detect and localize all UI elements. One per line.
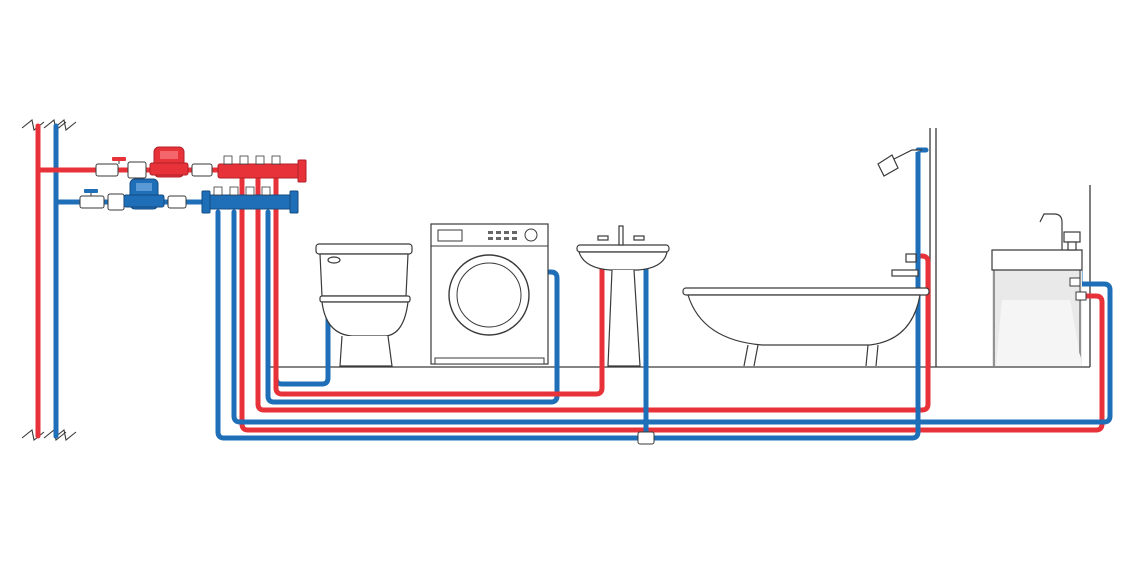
kitchen-cold-pipe: [231, 209, 1113, 425]
riser-break-bottom: [21, 429, 77, 441]
bath-hot-pipe: [255, 175, 931, 413]
bath-spout[interactable]: [891, 253, 919, 277]
shower-head[interactable]: [877, 149, 922, 177]
hot-meter-fitting: [191, 163, 213, 177]
hot-manifold-outlet-3: [255, 155, 265, 165]
kitchen-faucet[interactable]: [1039, 213, 1081, 251]
basin-hot-pipe: [273, 175, 605, 397]
hot-manifold-outlet-4: [271, 155, 281, 165]
cold-pressure-regulator: [123, 178, 165, 210]
hot-ball-valve[interactable]: [95, 157, 126, 177]
cold-ball-valve[interactable]: [79, 189, 105, 209]
cold-manifold-outlet-4: [261, 186, 271, 196]
toilet: [315, 243, 413, 367]
cold-filter: [107, 193, 125, 211]
washer-display: [437, 229, 463, 242]
cold-tee-fitting: [637, 431, 655, 445]
washbasin: [576, 225, 670, 367]
cold-main-run-pipe: [215, 147, 929, 441]
hot-filter: [127, 161, 147, 179]
cold-manifold-outlet-2: [229, 186, 239, 196]
cold-manifold-outlet-1: [213, 186, 223, 196]
hot-manifold-outlet-2: [239, 155, 249, 165]
washer-program-knob[interactable]: [524, 228, 538, 242]
hot-pressure-regulator: [149, 146, 189, 178]
washer-buttons[interactable]: [488, 231, 517, 240]
hot-manifold-outlet-1: [223, 155, 233, 165]
washer-door[interactable]: [448, 254, 530, 336]
bathtub: [682, 149, 930, 367]
washing-machine: [430, 223, 549, 365]
basin-faucet[interactable]: [597, 225, 645, 246]
hot-manifold: [217, 159, 307, 183]
kitchen-hot-pipe: [239, 175, 1105, 433]
riser-break-top: [21, 119, 77, 131]
cold-meter-fitting: [167, 195, 187, 209]
washer-cold-pipe: [265, 209, 560, 405]
kitchen-angle-valves[interactable]: [1069, 277, 1087, 301]
cold-manifold-outlet-3: [245, 186, 255, 196]
kitchen-sink: [991, 213, 1087, 366]
bathroom-wall: [929, 128, 937, 367]
cold-manifold: [201, 190, 299, 214]
